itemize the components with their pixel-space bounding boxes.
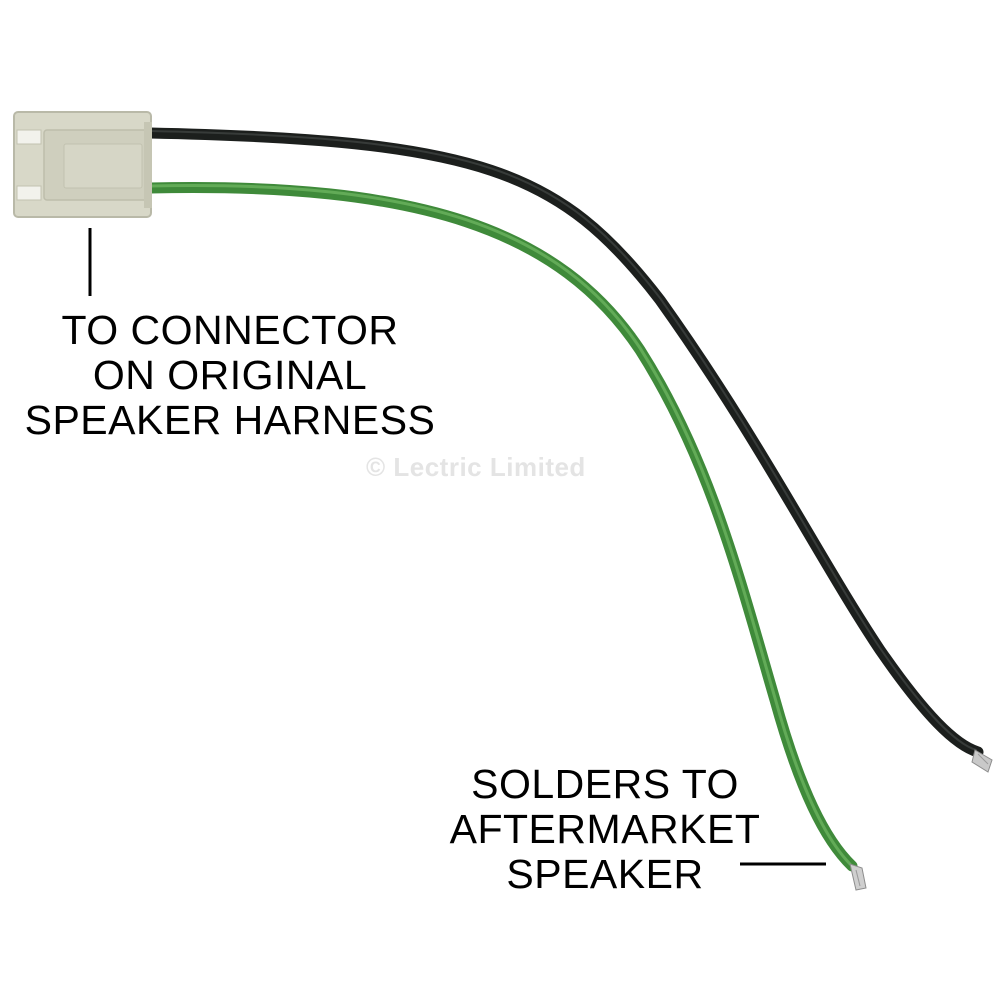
connector-label: TO CONNECTOR ON ORIGINAL SPEAKER HARNESS (0, 308, 460, 443)
speaker-label-line-2: AFTERMARKET (449, 806, 761, 852)
connector-label-line-1: TO CONNECTOR (61, 307, 399, 353)
copyright-watermark: © Lectric Limited (366, 452, 586, 482)
speaker-label-line-1: SOLDERS TO (471, 761, 739, 807)
black-wire-bare-tip (971, 749, 993, 773)
black-wire (144, 127, 984, 758)
connector-housing (13, 111, 152, 218)
speaker-label-line-3: SPEAKER (506, 851, 704, 897)
green-wire-highlight (148, 184, 852, 866)
speaker-label: SOLDERS TO AFTERMARKET SPEAKER (420, 762, 790, 897)
black-wire-highlight (149, 130, 977, 751)
connector-label-line-3: SPEAKER HARNESS (24, 397, 436, 443)
green-wire-bare-tip (849, 863, 867, 891)
connector-label-line-2: ON ORIGINAL (92, 352, 368, 398)
